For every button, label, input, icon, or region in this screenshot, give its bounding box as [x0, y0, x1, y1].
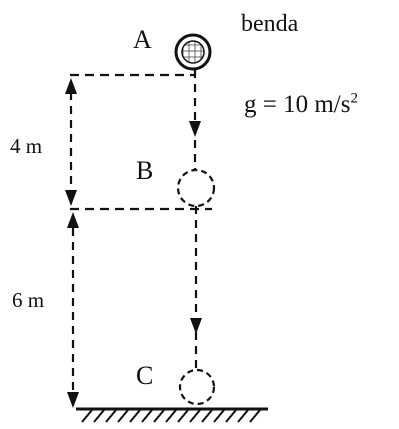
label-object: benda [241, 11, 299, 37]
label-height-bc: 6 m [12, 288, 45, 312]
gravity-exponent: 2 [350, 90, 358, 107]
ghost-ball-at-b [176, 168, 216, 208]
dimension-arrow-bc [67, 212, 79, 408]
label-point-c: C [136, 361, 154, 390]
fall-arrow-2 [190, 318, 202, 334]
label-point-a: A [133, 25, 152, 54]
ground [76, 407, 268, 423]
fall-arrow-1 [189, 121, 201, 137]
gravity-text: g = 10 m/s [244, 91, 351, 118]
ghost-ball-at-c [178, 368, 216, 406]
dimension-arrow-ab [65, 78, 77, 206]
label-height-ab: 4 m [10, 134, 43, 158]
gravity-label: g = 10 m/s2 [244, 90, 358, 118]
ball-at-a [174, 33, 212, 71]
label-point-b: B [136, 156, 154, 185]
